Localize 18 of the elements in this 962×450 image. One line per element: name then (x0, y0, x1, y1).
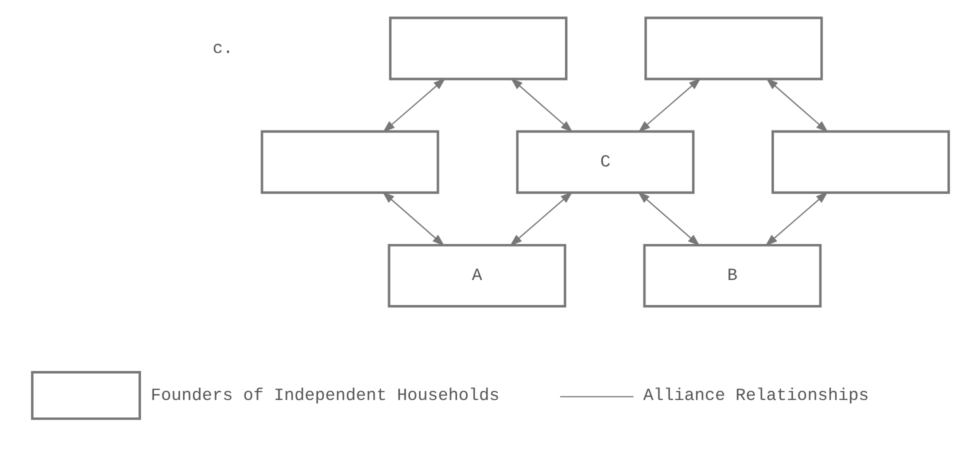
arrow (510, 78, 573, 132)
node-box (260, 130, 440, 194)
arrow (382, 78, 446, 132)
arrow (638, 78, 701, 132)
node-box (644, 16, 823, 80)
arrow (382, 192, 445, 246)
arrow (510, 192, 573, 246)
label: c. (212, 40, 234, 59)
node-box: C (516, 130, 695, 194)
legend-label: Founders of Independent Households (150, 386, 500, 406)
arrow (765, 192, 828, 246)
node-box: B (643, 244, 822, 308)
node-box: A (388, 244, 566, 308)
arrow (638, 192, 700, 246)
legend-label: Alliance Relationships (643, 386, 869, 406)
node-box (772, 130, 950, 194)
node-box (389, 16, 568, 80)
arrow (766, 78, 828, 132)
